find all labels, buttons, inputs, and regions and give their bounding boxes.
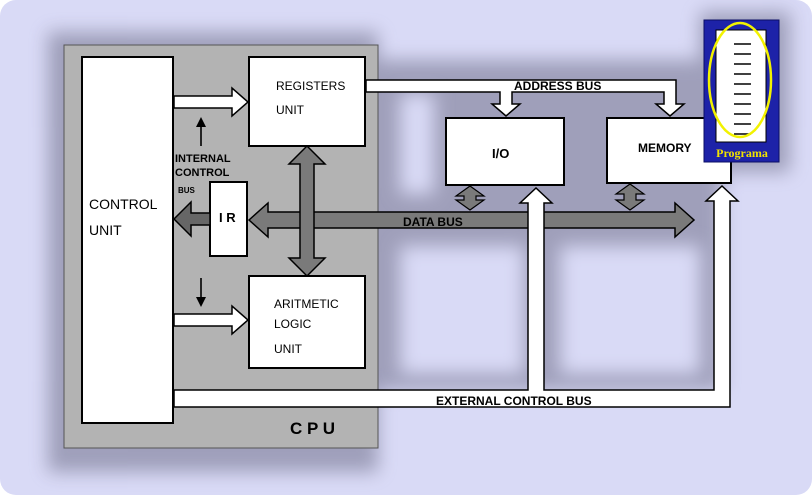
programa-label: Programa <box>716 146 768 160</box>
internal-up-arrow <box>196 117 206 146</box>
memory-label: MEMORY <box>638 141 692 155</box>
ir-label: I R <box>219 210 236 225</box>
address-bus-arrow <box>365 79 687 117</box>
registers-unit-label-2: UNIT <box>276 103 305 117</box>
control-unit-box <box>81 56 174 424</box>
control-unit-label-2: UNIT <box>89 222 122 238</box>
memory-data-link-arrow <box>614 183 646 211</box>
io-box <box>445 117 565 186</box>
program-memory-lines <box>734 43 751 135</box>
registers-unit-label-1: REGISTERS <box>276 79 345 93</box>
internal-control-label-3: BUS <box>178 186 196 195</box>
io-data-link-arrow <box>454 185 486 211</box>
alu-label-1: ARITMETIC <box>274 297 339 311</box>
address-bus-label: ADDRESS BUS <box>514 79 601 93</box>
internal-control-label-2: CONTROL <box>175 167 230 179</box>
cpu-label: C P U <box>290 419 335 438</box>
registers-alu-link-arrow <box>287 144 327 278</box>
alu-label-2: LOGIC <box>274 317 312 331</box>
shadow-holes <box>400 94 700 374</box>
programa-highlight-ellipse <box>707 21 773 139</box>
cu-to-registers-arrow <box>173 86 250 118</box>
io-label: I/O <box>492 146 509 161</box>
programa-panel: Programa <box>703 19 780 163</box>
data-bus-label: DATA BUS <box>403 215 463 229</box>
internal-control-label-1: INTERNAL <box>175 153 231 165</box>
internal-down-arrow <box>196 278 206 307</box>
alu-label-3: UNIT <box>274 342 303 356</box>
ir-to-cu-arrow <box>172 200 211 238</box>
ir-box <box>209 181 248 257</box>
control-unit-label-1: CONTROL <box>89 196 158 212</box>
registers-unit-box <box>248 56 366 147</box>
cu-to-alu-arrow <box>173 304 250 336</box>
external-control-bus-arrow <box>173 184 740 408</box>
external-control-bus-label: EXTERNAL CONTROL BUS <box>436 394 592 408</box>
data-bus-arrow <box>247 201 696 239</box>
